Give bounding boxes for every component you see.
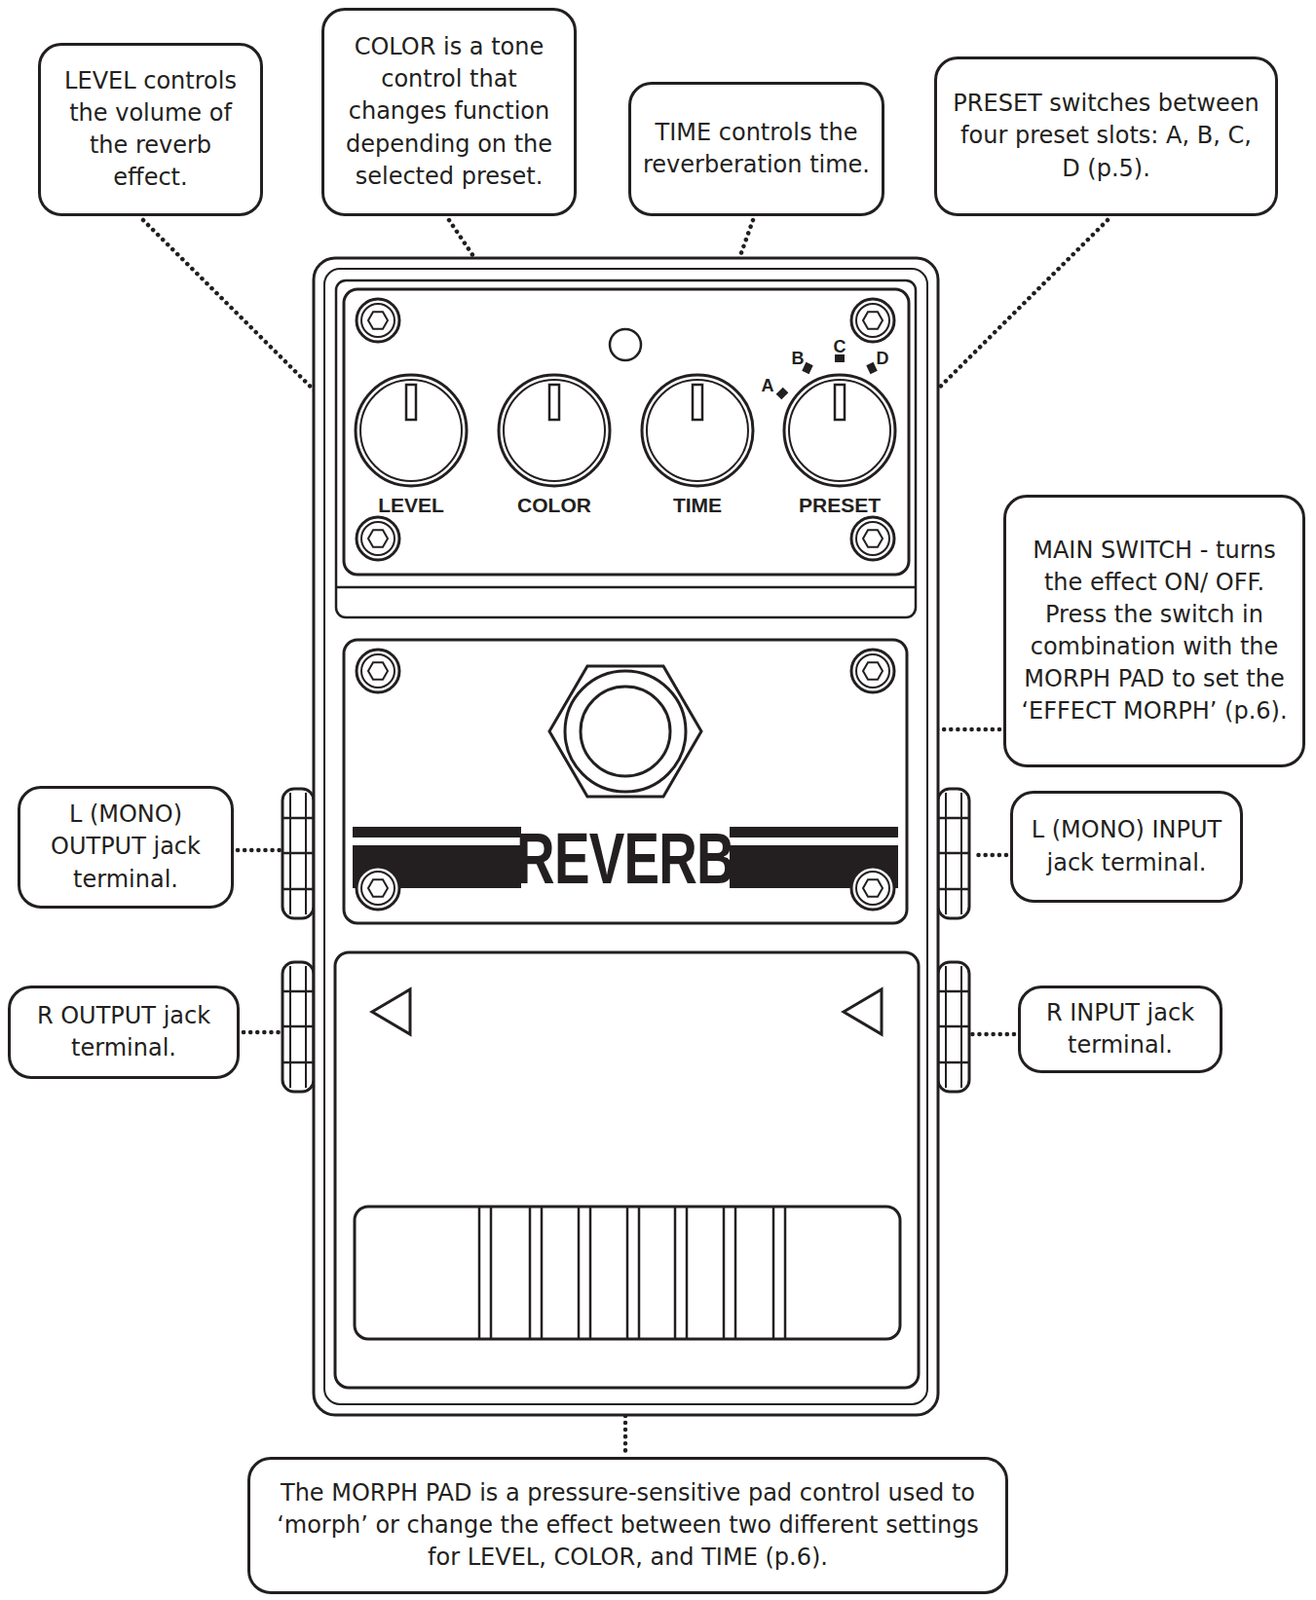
callout-text: The MORPH PAD is a pressure-sensitive pa… xyxy=(262,1477,994,1575)
callout-box: LEVEL controls the volume of the reverb … xyxy=(37,42,264,217)
knob-label: PRESET xyxy=(798,494,881,516)
callout-text: R OUTPUT jack terminal. xyxy=(22,1000,226,1065)
pad-groove xyxy=(773,1206,786,1340)
callout-box: TIME controls the reverberation time. xyxy=(628,81,885,217)
callout-box: L (MONO) OUTPUT jack terminal. xyxy=(17,786,234,909)
pad-groove xyxy=(529,1206,542,1340)
pad-groove xyxy=(675,1206,687,1340)
knob-label: COLOR xyxy=(517,494,592,516)
callout-box: MAIN SWITCH - turns the effect ON/ OFF. … xyxy=(1003,494,1306,768)
leader-lines xyxy=(143,220,1108,1452)
pad-groove xyxy=(627,1206,640,1340)
callout-box: COLOR is a tone control that changes fun… xyxy=(321,7,577,217)
callout-box: R INPUT jack terminal. xyxy=(1017,985,1223,1074)
preset-letter: A xyxy=(761,376,775,395)
callout-text: MAIN SWITCH - turns the effect ON/ OFF. … xyxy=(1017,534,1291,729)
preset-letter: C xyxy=(833,338,847,356)
callout-text: L (MONO) OUTPUT jack terminal. xyxy=(32,798,220,896)
callout-text: L (MONO) INPUT jack terminal. xyxy=(1024,814,1229,879)
callout-text: R INPUT jack terminal. xyxy=(1032,997,1208,1062)
brand-name: REVERB xyxy=(516,823,735,896)
knob-label: TIME xyxy=(673,494,722,516)
callout-box: The MORPH PAD is a pressure-sensitive pa… xyxy=(247,1457,1009,1595)
preset-letter: B xyxy=(791,349,805,368)
callout-box: R OUTPUT jack terminal. xyxy=(7,985,240,1080)
pad-groove xyxy=(479,1206,491,1340)
callout-text: PRESET switches between four preset slot… xyxy=(948,87,1264,185)
callout-text: TIME controls the reverberation time. xyxy=(642,116,870,182)
callout-box: PRESET switches between four preset slot… xyxy=(934,56,1279,217)
preset-letter: D xyxy=(876,349,890,368)
knob-label: LEVEL xyxy=(377,494,445,516)
callout-box: L (MONO) INPUT jack terminal. xyxy=(1010,790,1243,903)
pad-groove xyxy=(723,1206,736,1340)
callout-text: LEVEL controls the volume of the reverb … xyxy=(52,65,249,194)
callout-text: COLOR is a tone control that changes fun… xyxy=(336,31,563,193)
pad-groove xyxy=(578,1206,591,1340)
